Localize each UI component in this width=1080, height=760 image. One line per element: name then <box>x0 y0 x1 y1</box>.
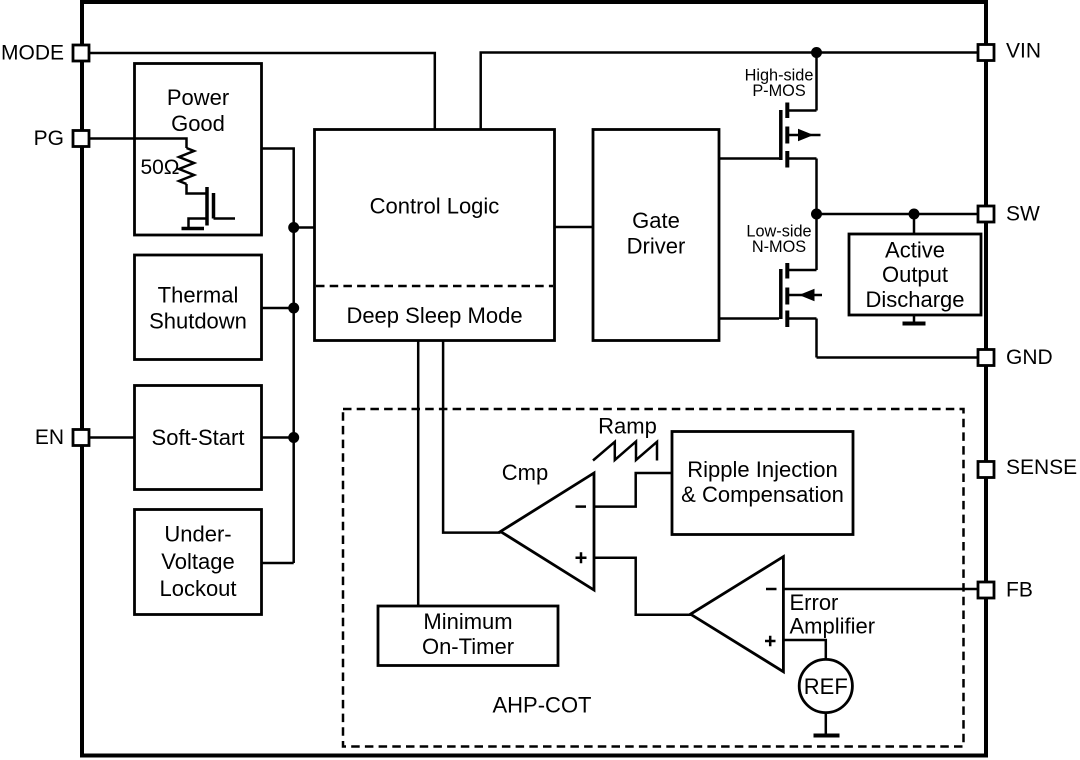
svg-text:VIN: VIN <box>1006 40 1041 63</box>
svg-text:On-Timer: On-Timer <box>422 634 514 659</box>
svg-text:50Ω: 50Ω <box>140 156 179 179</box>
svg-text:GND: GND <box>1006 346 1053 369</box>
svg-text:Soft-Start: Soft-Start <box>152 425 245 450</box>
svg-text:REF: REF <box>804 674 848 699</box>
svg-text:High-side: High-side <box>745 66 814 84</box>
svg-text:PG: PG <box>34 127 64 150</box>
svg-text:Under-: Under- <box>164 522 231 547</box>
svg-text:SW: SW <box>1006 203 1040 226</box>
svg-text:Deep Sleep Mode: Deep Sleep Mode <box>346 303 522 328</box>
svg-text:Gate: Gate <box>632 208 680 233</box>
svg-text:Discharge: Discharge <box>865 287 964 312</box>
svg-text:FB: FB <box>1006 579 1033 602</box>
svg-text:MODE: MODE <box>1 42 64 65</box>
svg-text:Driver: Driver <box>627 234 686 259</box>
svg-text:Ripple Injection: Ripple Injection <box>687 457 837 482</box>
svg-text:Cmp: Cmp <box>502 460 548 485</box>
svg-text:Minimum: Minimum <box>423 609 512 634</box>
svg-text:Control Logic: Control Logic <box>370 194 500 219</box>
svg-text:Active: Active <box>885 238 945 263</box>
svg-text:Low-side: Low-side <box>746 222 811 240</box>
svg-text:Voltage: Voltage <box>161 549 234 574</box>
svg-text:AHP-COT: AHP-COT <box>493 693 592 718</box>
svg-text:Shutdown: Shutdown <box>149 309 247 334</box>
svg-text:SENSE: SENSE <box>1006 456 1077 479</box>
svg-text:EN: EN <box>35 426 64 449</box>
svg-text:& Compensation: & Compensation <box>681 482 844 507</box>
svg-text:Ramp: Ramp <box>598 414 657 439</box>
svg-text:P-MOS: P-MOS <box>752 82 806 100</box>
svg-text:Power: Power <box>167 85 229 110</box>
svg-text:Thermal: Thermal <box>158 283 239 308</box>
svg-text:Good: Good <box>171 111 225 136</box>
svg-text:N-MOS: N-MOS <box>752 238 806 256</box>
svg-text:Output: Output <box>882 262 948 287</box>
svg-text:Amplifier: Amplifier <box>790 614 876 639</box>
svg-text:Error: Error <box>790 590 839 615</box>
svg-text:Lockout: Lockout <box>159 576 236 601</box>
